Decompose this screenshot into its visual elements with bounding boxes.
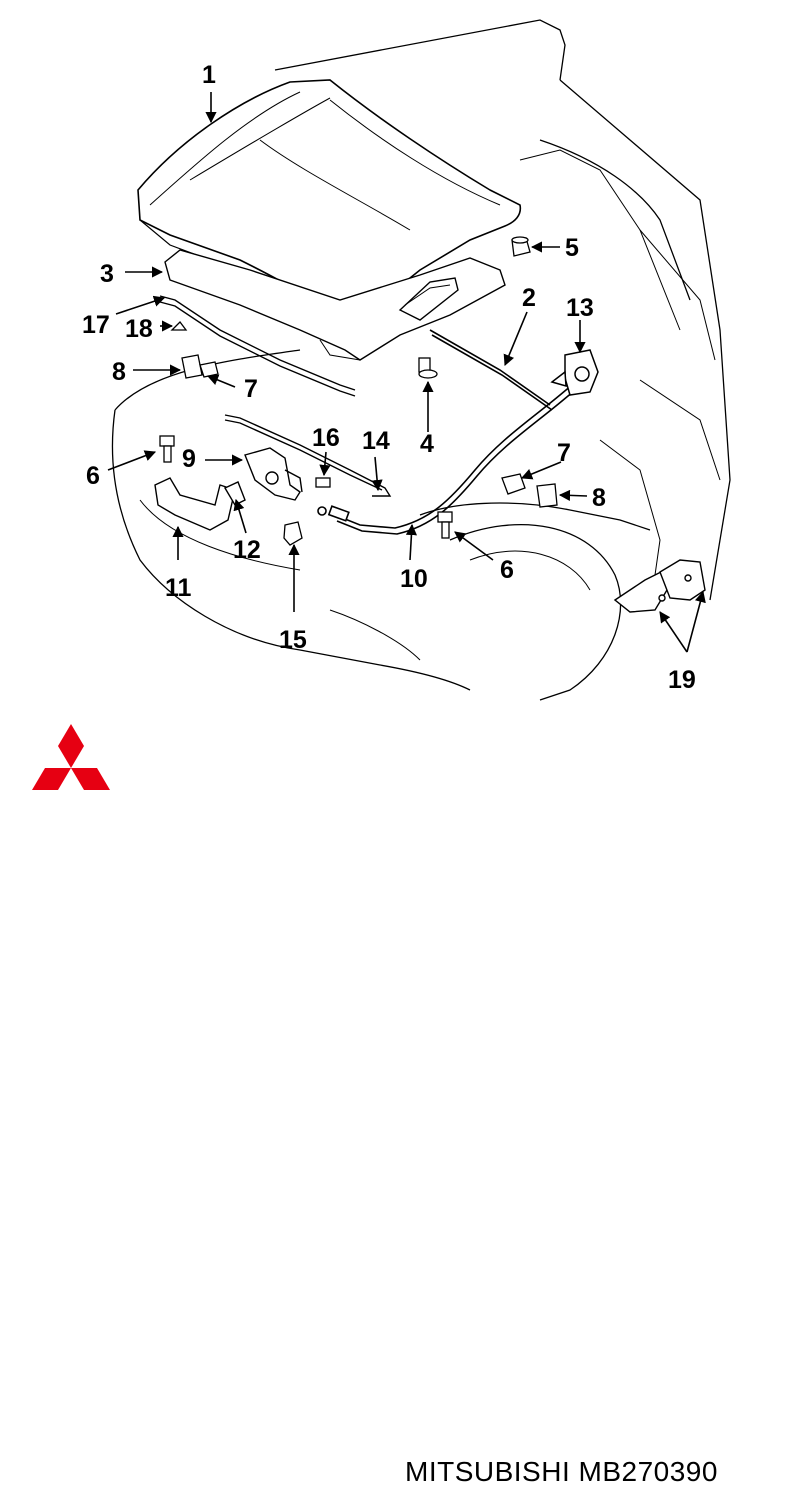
callout-17: 17: [82, 311, 110, 339]
push-clip-15: [283, 521, 303, 546]
callout-19: 19: [668, 666, 696, 694]
callout-12: 12: [233, 536, 261, 564]
bolt-6-right: [437, 511, 453, 539]
hood-parts-diagram: 1 3 17 18 8 7 5 2 13 4 6 9 16 14 7 8 6 1…: [82, 19, 731, 701]
clip-8-left: [181, 354, 219, 379]
bolt-6-left: [159, 435, 175, 463]
mitsubishi-logo: [32, 724, 110, 790]
lock-rod: [224, 414, 392, 497]
callout-5: 5: [565, 234, 579, 262]
bolt-4: [418, 357, 438, 379]
hood-latch: [550, 349, 599, 396]
brand-and-part-number: MITSUBISHI MB270390: [405, 1456, 718, 1488]
hood-weatherstrip: [159, 295, 356, 397]
callout-7-left: 7: [244, 375, 258, 403]
clip-8-right: [536, 483, 558, 508]
clip-16: [315, 477, 331, 488]
callout-15: 15: [279, 626, 307, 654]
callout-13: 13: [566, 294, 594, 322]
callout-16: 16: [312, 424, 340, 452]
bracket-11: [154, 477, 236, 531]
brand-name: MITSUBISHI: [405, 1456, 571, 1487]
hood-lock-assembly: [244, 447, 303, 501]
callout-6-right: 6: [500, 556, 514, 584]
callout-14: 14: [362, 427, 390, 455]
leader-lines: [107, 92, 706, 653]
callout-9: 9: [182, 445, 196, 473]
footer: MITSUBISHI MB270390: [0, 712, 800, 1487]
hood-prop-rod: [429, 329, 553, 411]
callout-11: 11: [165, 574, 192, 602]
callout-8-left: 8: [112, 358, 126, 386]
callout-8-right: 8: [592, 484, 606, 512]
grommet-18: [170, 321, 188, 331]
hood-inner-panel: [164, 249, 506, 361]
callout-10: 10: [400, 565, 428, 593]
callout-7-right: 7: [557, 439, 571, 467]
bumper-stop-5: [511, 236, 531, 257]
callout-1: 1: [202, 61, 216, 89]
hood-hinge-19: [613, 559, 706, 613]
callout-2: 2: [522, 284, 536, 312]
callout-6-left: 6: [86, 462, 100, 490]
callout-3: 3: [100, 260, 114, 288]
hood-release-cable: [317, 379, 581, 535]
three-diamonds-icon: [32, 724, 110, 790]
callout-18: 18: [125, 315, 153, 343]
part-number: MB270390: [578, 1456, 718, 1487]
clip-7-right: [501, 473, 526, 495]
callout-4: 4: [420, 430, 434, 458]
